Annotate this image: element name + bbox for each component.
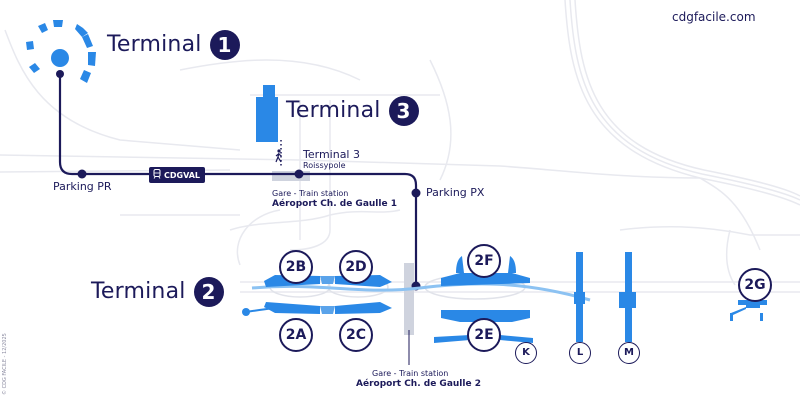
parking-pr-label[interactable]: Parking PR xyxy=(53,180,112,193)
terminal-2-label[interactable]: Terminal 2 xyxy=(91,277,224,307)
station-cdg1-platform xyxy=(272,171,310,181)
terminal-3-stop-label[interactable]: Terminal 3 xyxy=(303,148,360,161)
zone-2g[interactable]: 2G xyxy=(738,268,772,302)
copyright: © CDG FACILE - 12/2025 xyxy=(2,333,8,395)
zone-2e[interactable]: 2E xyxy=(467,318,501,352)
terminal-2-title: Terminal xyxy=(91,279,186,304)
cdgval-label: CDGVAL xyxy=(164,170,201,180)
terminal-3-stop-sub: Roissypole xyxy=(303,161,346,170)
terminal-2g-building xyxy=(730,300,767,321)
hall-k[interactable]: K xyxy=(515,342,537,364)
terminal-1-building xyxy=(26,20,96,83)
station-cdg1-name[interactable]: Aéroport Ch. de Gaulle 1 xyxy=(272,199,397,209)
stop-parking-px xyxy=(411,188,421,198)
site-name[interactable]: cdgfacile.com xyxy=(672,10,756,24)
station-cdg2-type: Gare - Train station xyxy=(372,369,449,378)
stop-terminal-3 xyxy=(294,169,304,179)
hall-l[interactable]: L xyxy=(569,342,591,364)
station-cdg2-platform xyxy=(404,263,414,335)
terminal-2-link xyxy=(251,282,591,302)
terminal-3-label[interactable]: Terminal 3 xyxy=(286,96,419,126)
station-cdg2-name[interactable]: Aéroport Ch. de Gaulle 2 xyxy=(356,379,481,389)
station-cdg1-type: Gare - Train station xyxy=(272,189,349,198)
terminal-1-number: 1 xyxy=(209,30,240,60)
terminal-3-building xyxy=(256,85,278,142)
zone-2a[interactable]: 2A xyxy=(279,318,313,352)
terminal-1-label[interactable]: Terminal 1 xyxy=(107,30,240,60)
terminal-3-number: 3 xyxy=(388,96,419,126)
train-icon xyxy=(153,169,161,181)
terminal-2abcd-buildings xyxy=(264,275,392,314)
hall-m-building xyxy=(619,252,636,342)
terminal-2-number: 2 xyxy=(193,277,224,307)
cdgval-line xyxy=(58,74,418,286)
zone-2c[interactable]: 2C xyxy=(339,318,373,352)
hall-l-building xyxy=(574,252,585,342)
parking-px-label[interactable]: Parking PX xyxy=(426,186,485,199)
cdgval-badge[interactable]: CDGVAL xyxy=(149,167,206,183)
stop-parking-pr xyxy=(77,169,87,179)
hall-m[interactable]: M xyxy=(618,342,640,364)
zone-2f[interactable]: 2F xyxy=(467,244,501,278)
terminal-3-title: Terminal xyxy=(286,98,381,123)
pedestrian-icon xyxy=(274,148,284,167)
terminal-1-title: Terminal xyxy=(107,32,202,57)
zone-2d[interactable]: 2D xyxy=(339,250,373,284)
terminal-2ef-buildings xyxy=(434,256,533,343)
zone-2b[interactable]: 2B xyxy=(279,250,313,284)
